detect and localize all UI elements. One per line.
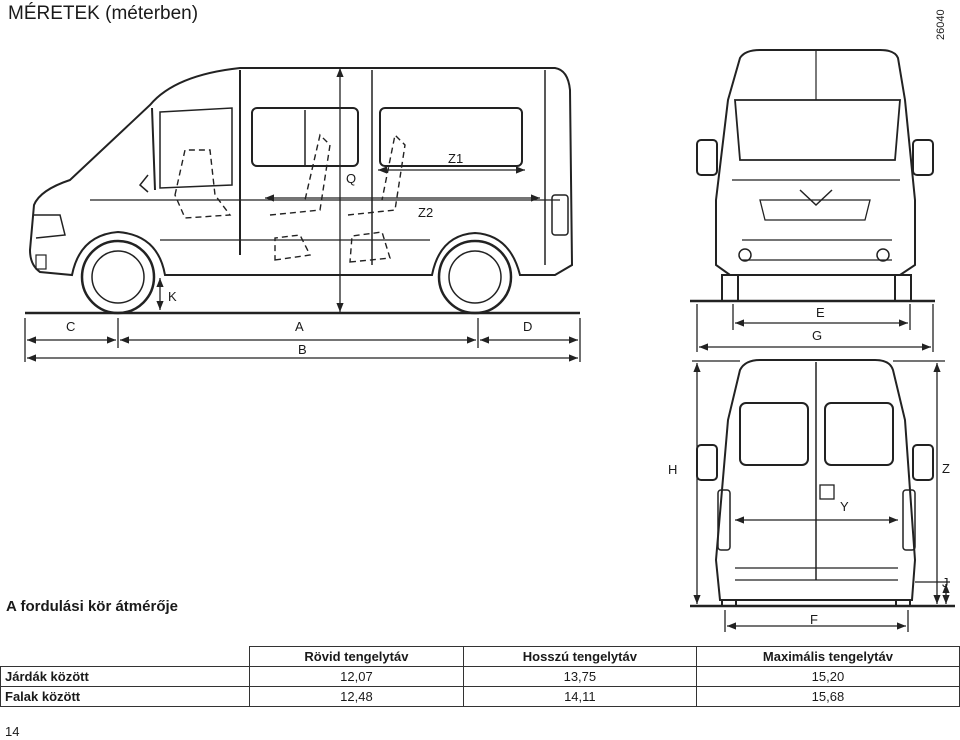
- table-row: Járdák között 12,07 13,75 15,20: [0, 666, 960, 687]
- turning-circle-title: A fordulási kör átmérője: [6, 598, 178, 615]
- label-y: Y: [840, 499, 849, 514]
- side-view-wheels: [80, 239, 513, 315]
- col-header-short: Rövid tengelytáv: [249, 646, 464, 667]
- label-z1: Z1: [448, 151, 464, 166]
- label-z: Z: [942, 461, 950, 476]
- table-cell: 12,07: [249, 666, 464, 687]
- table-cell: 13,75: [462, 666, 697, 687]
- label-f: F: [810, 612, 818, 627]
- table-cell: 12,48: [249, 686, 464, 707]
- rear-view-van: [696, 359, 934, 607]
- front-view-van: [696, 49, 934, 302]
- rear-dimension-lines: [692, 360, 950, 632]
- front-dimension-lines: [696, 304, 934, 352]
- table-cell: 15,68: [695, 686, 960, 707]
- label-c: C: [66, 319, 76, 334]
- side-view-van: [28, 67, 574, 277]
- label-d: D: [523, 319, 533, 334]
- col-header-max: Maximális tengelytáv: [695, 646, 960, 667]
- table-header-row: Rövid tengelytáv Hosszú tengelytáv Maxim…: [0, 646, 960, 667]
- label-h: H: [668, 462, 678, 477]
- table-cell: 14,11: [462, 686, 697, 707]
- page-number: 14: [5, 724, 20, 739]
- label-b: B: [298, 342, 307, 357]
- side-dimension-lines: [24, 68, 581, 362]
- label-a: A: [295, 319, 304, 334]
- table-row: Falak között 12,48 14,11 15,68: [0, 686, 960, 707]
- label-q: Q: [346, 171, 357, 186]
- table-cell: 15,20: [695, 666, 960, 687]
- label-e: E: [816, 305, 825, 320]
- label-g: G: [812, 328, 823, 343]
- page-title: MÉRETEK (méterben): [8, 3, 199, 24]
- label-z2: Z2: [418, 205, 434, 220]
- label-j: J: [942, 575, 949, 590]
- table-corner-cell: [0, 646, 250, 667]
- col-header-long: Hosszú tengelytáv: [462, 646, 697, 667]
- row-label: Járdák között: [0, 666, 250, 687]
- turning-circle-table: Rövid tengelytáv Hosszú tengelytáv Maxim…: [0, 646, 960, 707]
- dimension-drawings: [24, 49, 955, 632]
- label-k: K: [168, 289, 177, 304]
- row-label: Falak között: [0, 686, 250, 707]
